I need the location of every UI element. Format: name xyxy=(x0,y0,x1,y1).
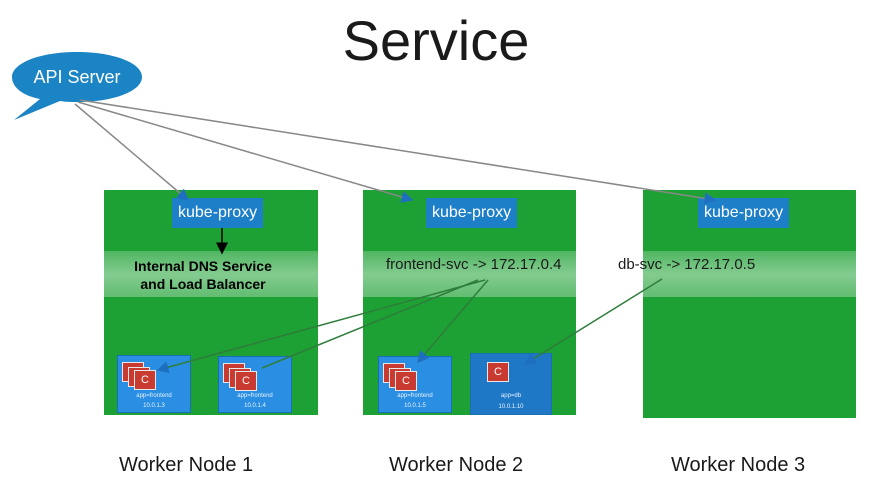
pod-label: app=frontend xyxy=(397,393,433,399)
pod-ip: 10.0.1.4 xyxy=(244,403,266,409)
worker-node-3 xyxy=(643,190,856,418)
worker-node-1-label: Worker Node 1 xyxy=(119,454,254,476)
pod-frontend: C app=frontend 10.0.1.4 xyxy=(218,356,292,413)
container-icon: C xyxy=(235,371,257,391)
api-server-label: API Server xyxy=(33,67,121,87)
service-db-svc: db-svc -> 172.17.0.5 xyxy=(618,256,756,273)
arrow-frontend-svc-to-pod-3 xyxy=(417,279,489,364)
pod-frontend: C app=frontend 10.0.1.3 xyxy=(117,355,191,413)
worker-node-3-label: Worker Node 3 xyxy=(671,454,806,476)
api-server-bubble xyxy=(12,52,142,120)
arrow-db-svc-to-pod xyxy=(523,278,663,365)
arrow-frontend-svc-to-pod-2 xyxy=(261,279,479,369)
arrow-frontend-svc-to-pod-1 xyxy=(156,279,486,373)
kube-proxy-node-1: kube-proxy xyxy=(172,198,264,228)
pod-ip: 10.0.1.5 xyxy=(404,403,426,409)
arrow-api-to-proxy-3 xyxy=(79,99,717,205)
pod-label: app=frontend xyxy=(237,393,273,399)
pod-label: app=db xyxy=(500,393,522,399)
pod-frontend: C app=frontend 10.0.1.5 xyxy=(378,356,452,413)
service-frontend-svc: frontend-svc -> 172.17.0.4 xyxy=(386,256,562,273)
pod-ip: 10.0.1.3 xyxy=(143,403,165,409)
dns-label-line-1: Internal DNS Service xyxy=(134,258,272,274)
container-icon: C xyxy=(395,371,417,391)
kube-proxy-node-2: kube-proxy xyxy=(426,198,518,228)
dns-load-balancer-label: Internal DNS Service and Load Balancer xyxy=(108,257,298,293)
worker-node-2-label: Worker Node 2 xyxy=(389,454,524,476)
dns-label-line-2: and Load Balancer xyxy=(140,276,266,292)
pod-label: app=frontend xyxy=(136,393,172,399)
arrow-api-to-proxy-1 xyxy=(74,103,190,201)
pod-ip: 10.0.1.10 xyxy=(498,404,524,410)
container-icon: C xyxy=(134,370,156,390)
diagram-title: Service xyxy=(342,9,530,72)
container-icon: C xyxy=(487,362,509,382)
arrow-api-to-proxy-2 xyxy=(77,101,414,203)
pod-db: C app=db 10.0.1.10 xyxy=(470,353,552,415)
